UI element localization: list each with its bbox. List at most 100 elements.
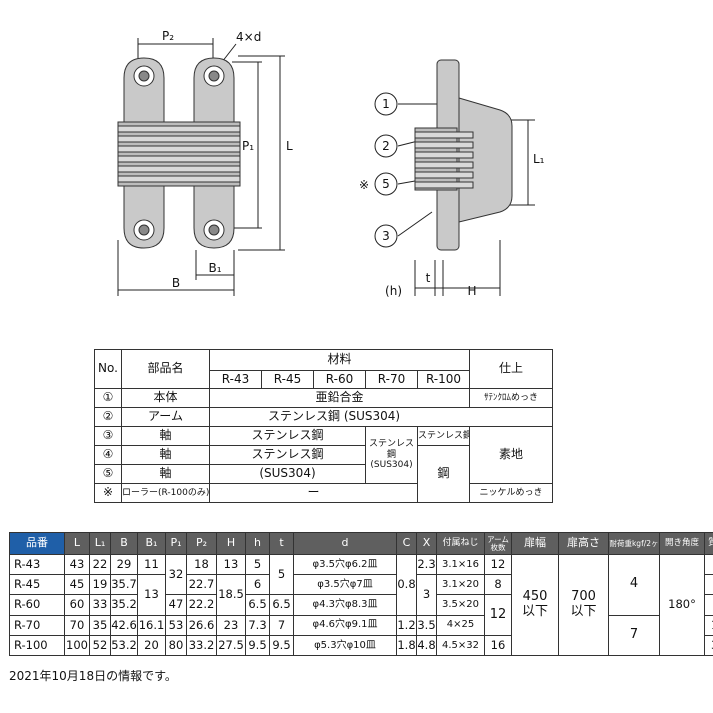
label-p1: P₁ [242, 139, 254, 153]
label-l: L [286, 139, 293, 153]
cell-h-small: 7.3 [245, 614, 270, 636]
label-b1: B₁ [208, 261, 221, 275]
cell-b1: 20 [137, 634, 166, 657]
cell-t: 6.5 [269, 594, 294, 616]
cell-c-merged: 0.8 [396, 554, 417, 616]
cell-b: 29 [110, 554, 138, 576]
header-h-small: h [245, 531, 270, 556]
cell-d: φ5.3穴φ10皿 [293, 634, 397, 657]
cell-l1: 35 [89, 614, 111, 636]
cell-p1: 47 [165, 594, 187, 616]
callout-5-circle [374, 172, 398, 196]
cell-b: 53.2 [110, 634, 138, 657]
callout-5-label: 5 [382, 177, 390, 191]
row-no: ② [94, 407, 122, 427]
header-mass: 質量g [704, 531, 713, 556]
cell-screw: 4×25 [436, 614, 485, 636]
callout-3-circle [374, 224, 398, 248]
header-d: d [293, 531, 397, 556]
door-height-value: 700 [571, 589, 596, 605]
cell-l: 60 [64, 594, 90, 616]
cell-b: 35.2 [110, 594, 138, 616]
cell-load-bottom: 7 [608, 614, 660, 657]
cell-l1: 33 [89, 594, 111, 616]
row-no: ④ [94, 445, 122, 465]
cell-t: 9.5 [269, 634, 294, 657]
cell-c: 1.2 [396, 614, 417, 636]
cell-h-small: 6.5 [245, 594, 270, 616]
row-material: ー [209, 483, 418, 503]
cell-mass: 56 [704, 574, 713, 596]
cell-h: 27.5 [216, 634, 246, 657]
hinge-front-view [117, 57, 241, 249]
cell-p2: 26.6 [186, 614, 217, 636]
cell-mass: 342 [704, 634, 713, 657]
row-no: ① [94, 388, 122, 408]
cell-mass: 94 [704, 594, 713, 616]
header-arms: アーム枚数 [484, 531, 512, 556]
row-no: ③ [94, 426, 122, 446]
header-angle: 開き角度 [659, 531, 705, 556]
cell-model: R-43 [9, 554, 65, 576]
cell-p1: 53 [165, 614, 187, 636]
table-row: R-43 43 22 29 11 32 18 13 5 5 φ3.5穴φ6.2皿… [9, 554, 713, 656]
cell-b1: 16.1 [137, 614, 166, 636]
finish-header: 仕上 [469, 349, 554, 389]
cell-arms: 12 [484, 554, 512, 576]
model-col-r70: R-70 [365, 370, 418, 389]
cell-l: 100 [64, 634, 90, 657]
row-material: (SUS304) [209, 464, 366, 484]
label-4xd: 4×d [236, 30, 261, 44]
label-h: H [467, 284, 476, 298]
part-name-header: 部品名 [121, 349, 210, 389]
cell-d: φ3.5穴φ7皿 [293, 574, 397, 596]
row-part: 軸 [121, 426, 210, 446]
row-part: 軸 [121, 445, 210, 465]
cell-screw: 3.5×20 [436, 594, 485, 616]
cell-p2: 18 [186, 554, 217, 576]
model-col-r100: R-100 [416, 370, 471, 389]
row-no: ※ [94, 483, 122, 503]
header-h: H [216, 531, 246, 556]
cell-h-small: 9.5 [245, 634, 270, 657]
label-b: B [172, 276, 180, 290]
row-material: ステンレス鋼 (SUS304) [208, 407, 554, 427]
label-l1: L₁ [533, 152, 545, 166]
cell-t-merged: 5 [269, 554, 294, 596]
cell-h: 13 [216, 554, 246, 576]
header-c: C [396, 531, 417, 556]
cell-model: R-100 [9, 634, 65, 657]
cell-l: 43 [64, 554, 90, 576]
row-finish: ニッケルめっき [469, 483, 554, 503]
hinge-technical-drawing: P₂ 4×d P₁ L B₁ B L₁ t H (h) 1 2 5 3 ※ [117, 29, 545, 298]
info-date-note: 2021年10月18日の情報です。 [9, 669, 177, 683]
header-b1: B₁ [137, 531, 166, 556]
row-part: アーム [121, 407, 210, 427]
callout-1-circle [374, 92, 398, 116]
cell-x: 3.5 [416, 614, 437, 636]
door-width-value: 450 [522, 589, 548, 605]
row-part: 軸 [121, 464, 210, 484]
cell-angle: 180° [659, 554, 705, 656]
cell-h-small: 6 [245, 574, 270, 596]
model-col-r43: R-43 [209, 370, 262, 389]
cell-p2: 22.2 [186, 594, 217, 616]
header-x: X [416, 531, 437, 556]
cell-arms: 8 [484, 574, 512, 596]
cell-x: 4.8 [416, 634, 437, 657]
label-t: t [426, 271, 431, 285]
cell-model: R-60 [9, 594, 65, 616]
row-material: 亜鉛合金 [208, 388, 471, 408]
table-row: R-100 100 52 53.2 20 80 33.2 27.5 9.5 9.… [9, 634, 713, 657]
cell-p1-merged: 32 [165, 554, 187, 596]
table-row: R-70 70 35 42.6 16.1 53 26.6 23 7.3 7 φ4… [9, 614, 713, 657]
table-row: R-60 60 33 35.2 47 22.2 6.5 6.5 φ4.3穴φ8.… [9, 594, 713, 636]
row-no: ⑤ [94, 464, 122, 484]
header-b: B [110, 531, 138, 556]
cell-l1: 19 [89, 574, 111, 596]
r70-material-line: ステンレス鋼 [368, 439, 414, 460]
cell-load-top: 4 [608, 554, 660, 616]
header-l1: L₁ [89, 531, 111, 556]
cell-l: 70 [64, 614, 90, 636]
cell-d: φ3.5穴φ6.2皿 [293, 554, 397, 576]
